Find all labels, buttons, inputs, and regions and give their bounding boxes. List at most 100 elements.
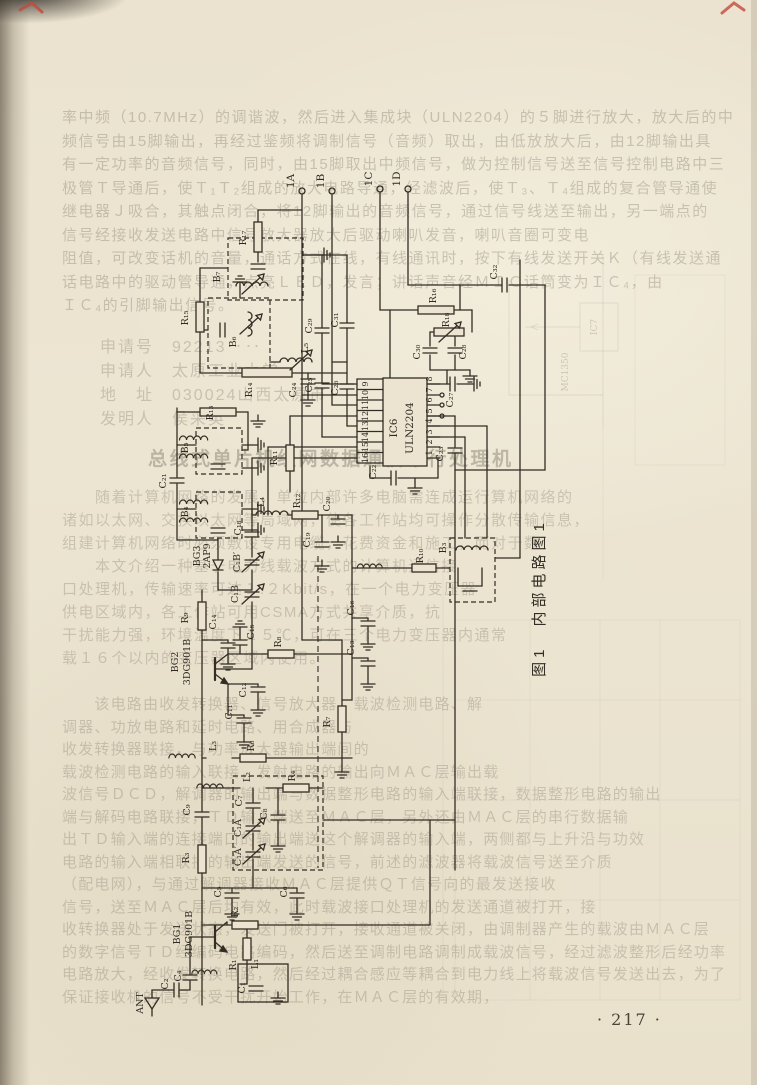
resistor-r13 <box>199 407 237 417</box>
cap-c1b2-variable <box>241 551 265 573</box>
resistor-r17 <box>253 221 263 253</box>
cap-c9 <box>194 811 210 818</box>
component-labels: R₁₇ B₇ R₁₅ B₆ L₅ R₁₄ C₂₄ C₂₉ C₃₁ C₂₅ C₂₆… <box>135 230 500 1014</box>
label-b6: B₆ <box>228 336 239 347</box>
faded-text-line: 申请号 92213‥‥ <box>100 339 263 356</box>
label-c11: C₁₁ <box>224 704 235 719</box>
cap-b7 <box>250 263 266 270</box>
tank-box-l1c1 <box>237 963 289 1003</box>
red-pencil-marks <box>18 1 746 15</box>
label-c28: C₂₈ <box>458 344 469 359</box>
faded-text-line: 随着计算机网络的发展，单位内部许多电脑需连成运行算机网络的 <box>62 489 574 506</box>
label-c14: C₁₄ <box>208 614 219 629</box>
shield-boxes <box>195 237 496 871</box>
label-r13: R₁₃ <box>205 405 216 420</box>
cap-c22 <box>390 470 397 486</box>
resistors <box>195 221 465 961</box>
label-c8: C₈ <box>259 808 270 819</box>
label-c2: C₂ <box>160 978 171 989</box>
label-b7: B₇ <box>212 271 223 282</box>
cap-b6 <box>219 322 226 338</box>
resistor-r10 <box>411 563 437 573</box>
ic6-pin-label: 11 <box>361 400 370 410</box>
label-c25: C₂₅ <box>304 377 315 392</box>
label-r8: R₈ <box>273 636 284 647</box>
resistor-r7 <box>337 705 347 733</box>
label-r6: R₆ <box>246 740 257 751</box>
faded-text-line: 载波检测电路的输入联接，发射电路的输出向ＭＡＣ层输出载 <box>62 763 500 781</box>
ic6-pin-label: 8 <box>425 376 434 381</box>
ic6-pin-label: 14 <box>361 432 370 442</box>
transformer-box-b7 <box>227 237 304 301</box>
ic6-pin-label: 12 <box>361 411 370 421</box>
faded-text-line: 极管Ｔ导通后，使Ｔ₁Ｔ₂组成的放大电路导通，经滤波后，使Ｔ₃、Ｔ₄组成的复合管导… <box>62 179 719 197</box>
cap-c13 <box>360 660 376 667</box>
transistor-bg2 <box>213 653 230 685</box>
cap-c12 <box>250 686 266 693</box>
cap-c32 <box>501 277 508 293</box>
resistor-r14 <box>241 367 293 378</box>
coil-l3 <box>168 753 196 759</box>
transformer-box-b4 <box>195 491 243 539</box>
faded-text-line: 收发转换器联接，与功率放大器输出端间的 <box>62 741 370 758</box>
cap-c1 <box>248 985 264 992</box>
binding-shadow <box>0 0 30 1085</box>
label-r9: R₉ <box>180 612 191 623</box>
label-b3: B₃ <box>438 542 449 553</box>
label-c4: C₄ <box>173 970 184 981</box>
label-c27: C₂₇ <box>445 392 456 407</box>
resistor-r1 <box>242 937 252 961</box>
ic6-pin-label: 16 <box>361 453 370 463</box>
label-c18: C₁₈ <box>233 520 244 535</box>
faded-text-line: 出ＴＤ输入端的连接端口的输出端送这个解调器的输入端，两侧都与上升沿与功效 <box>62 831 646 848</box>
label-c32: C₃₂ <box>489 264 500 279</box>
cap-c31 <box>339 322 355 329</box>
label-bg2: BG2 <box>170 652 181 673</box>
resistor-r15 <box>195 301 205 333</box>
coil-l1 <box>191 969 218 975</box>
label-l5: L₅ <box>300 343 311 353</box>
label-l4: L₄ <box>256 497 267 507</box>
label-bg2-type: 3DG901B <box>182 639 193 685</box>
label-c31: C₃₁ <box>330 312 341 327</box>
faded-text-line: 率中频（10.7MHz）的调谐波，然后进入集成块（ULN2204）的５脚进行放大… <box>62 109 735 126</box>
faded-text-line: 有一定功率的音频信号，同时，由15脚取出中频信号，做为控制信号送至信号控制电路中… <box>62 156 726 173</box>
label-c29: C₂₉ <box>304 318 315 333</box>
terminal-1d-label: 1D <box>391 171 403 186</box>
faded-text-line: 电路放大，经收发转换电路，然后经过耦合感应等耦合到电力线上将载波信号发送出去，为… <box>62 966 727 983</box>
label-r17: R₁₇ <box>238 230 249 245</box>
label-bg3-type: 2AP9 <box>202 543 213 568</box>
ic6-pin-label: 1 <box>425 450 434 455</box>
label-c13: C₁₃ <box>346 640 357 655</box>
label-c21: C₂₁ <box>158 473 169 488</box>
resistor-r18-variable <box>433 321 465 343</box>
label-c1a: C₁A <box>233 819 244 837</box>
faded-text-line: 信号，送至ＭＡＣ层后均有效，此时载波接口处理机的发送通道被打开，接 <box>62 898 597 916</box>
faded-text-line: 口处理机，传输速率可达１.２Kbit/s，在一个电力变压器 <box>62 581 478 598</box>
ground-symbols <box>220 247 481 1005</box>
cap-b3 <box>462 585 478 592</box>
cap-c8 <box>270 814 286 821</box>
ic6-pin-label: 2 <box>425 439 434 444</box>
resistor-r16 <box>417 305 455 315</box>
cap-c7 <box>245 802 261 809</box>
cap-c11 <box>236 717 252 724</box>
faded-text-line: 保证接收机的信号不受干扰开始工作，在ＭＡＣ层的有效期， <box>62 988 500 1006</box>
label-r2: R₂ <box>230 906 241 917</box>
terminals: 1A 1B 1C 1D <box>285 171 412 195</box>
label-l2: L₂ <box>242 772 253 782</box>
faded-text-line: 阻值，可改变话机的音量，通话方式在线，有线通讯时，按下有线发送开关Ｋ（有线发送通 <box>62 250 723 267</box>
label-c15: C₁₅ <box>246 624 257 639</box>
label-c16: C₁₆ <box>346 600 357 615</box>
faded-text-line: 申请人 太原工业大学 <box>100 363 281 380</box>
cap-c1a-variable <box>242 817 266 839</box>
ic6-pin-label: 15 <box>361 442 370 452</box>
label-c6: C₆ <box>279 886 290 897</box>
cap-c1a2-variable <box>242 843 266 865</box>
red-mark-top-right <box>720 1 746 15</box>
cap-b5 <box>210 463 226 470</box>
cap-c16 <box>360 620 376 627</box>
oscillator-box <box>232 775 324 871</box>
